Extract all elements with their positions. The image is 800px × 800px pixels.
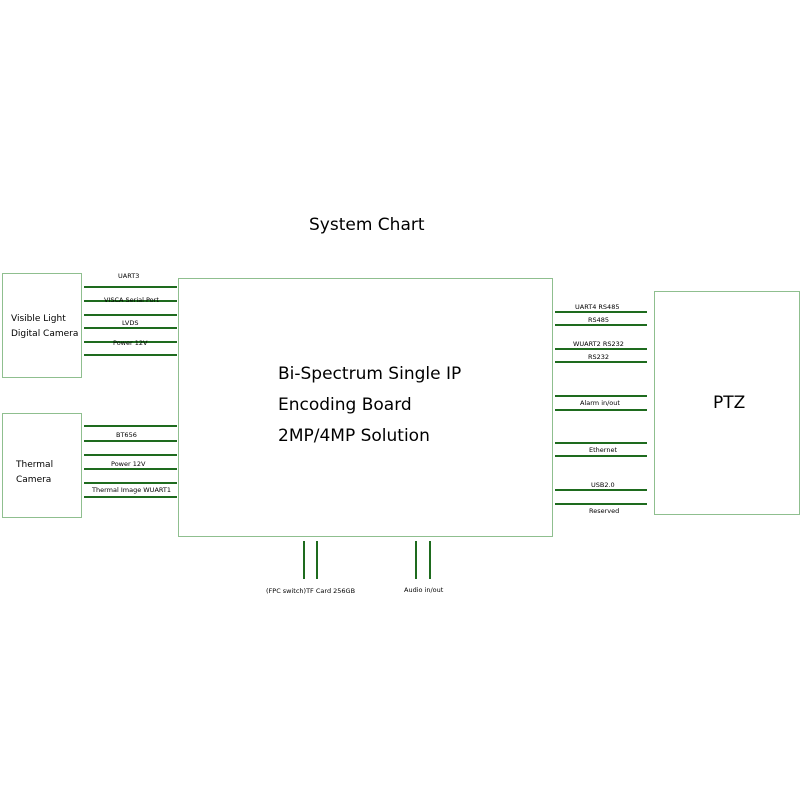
thermal-link-line (84, 468, 177, 470)
thermal-camera-label-line2: Camera (16, 475, 52, 485)
thermal-link-label-bt656: BT656 (116, 431, 137, 439)
thermal-link-line (84, 454, 177, 456)
visible-link-line (84, 354, 177, 356)
ptz-link-label-uart4: UART4 RS485 (575, 303, 620, 311)
ptz-link-label-reserved: Reserved (589, 507, 620, 515)
thermal-link-line (84, 425, 177, 427)
ptz-link-line (555, 409, 647, 411)
visible-link-label-power: Power 12V (113, 339, 148, 347)
ptz-link-label-alarm: Alarm in/out (580, 399, 620, 407)
ptz-link-line (555, 311, 647, 313)
tf-card-label: (FPC switch)TF Card 256GB (266, 587, 356, 595)
visible-link-label-lvds: LVDS (122, 319, 139, 327)
ptz-link-line (555, 503, 647, 505)
board-label-line2: Encoding Board (278, 395, 412, 415)
ptz-link-label-usb: USB2.0 (591, 481, 615, 489)
diagram-title: System Chart (309, 215, 425, 235)
thermal-camera-label-line1: Thermal (16, 460, 54, 470)
tf-card-link-line (303, 541, 305, 579)
audio-label: Audio in/out (404, 586, 444, 594)
ptz-link-line (555, 395, 647, 397)
ptz-link-line (555, 324, 647, 326)
visible-link-line (84, 300, 177, 302)
thermal-camera-box: Thermal Camera (2, 413, 82, 518)
board-label-line3: 2MP/4MP Solution (278, 426, 430, 446)
visible-camera-label-line2: Digital Camera (11, 329, 79, 339)
thermal-link-line (84, 440, 177, 442)
ptz-link-line (555, 455, 647, 457)
encoding-board-box (178, 278, 553, 537)
thermal-link-line (84, 482, 177, 484)
visible-link-label-uart3: UART3 (118, 272, 140, 280)
thermal-link-line (84, 496, 177, 498)
ptz-link-label-ethernet: Ethernet (589, 446, 617, 454)
visible-link-label-visca: VISCA Serial Port (104, 296, 159, 304)
visible-link-line (84, 286, 177, 288)
ptz-box (654, 291, 800, 515)
ptz-link-line (555, 442, 647, 444)
ptz-link-label-rs232: RS232 (588, 353, 610, 361)
ptz-link-line (555, 348, 647, 350)
ptz-link-label-wuart2: WUART2 RS232 (573, 340, 624, 348)
visible-link-line (84, 327, 177, 329)
visible-light-camera-box: Visible Light Digital Camera (2, 273, 82, 378)
ptz-label: PTZ (713, 393, 746, 413)
tf-card-link-line (316, 541, 318, 579)
thermal-link-label-power: Power 12V (111, 460, 146, 468)
board-label-line1: Bi-Spectrum Single IP (278, 364, 462, 384)
visible-link-line (84, 341, 177, 343)
ptz-link-label-rs485: RS485 (588, 316, 610, 324)
visible-camera-label-line1: Visible Light (11, 314, 66, 324)
audio-link-line (429, 541, 431, 579)
ptz-link-line (555, 489, 647, 491)
ptz-link-line (555, 361, 647, 363)
thermal-link-label-wuart1: Thermal Image WUART1 (92, 486, 172, 494)
visible-link-line (84, 314, 177, 316)
audio-link-line (415, 541, 417, 579)
